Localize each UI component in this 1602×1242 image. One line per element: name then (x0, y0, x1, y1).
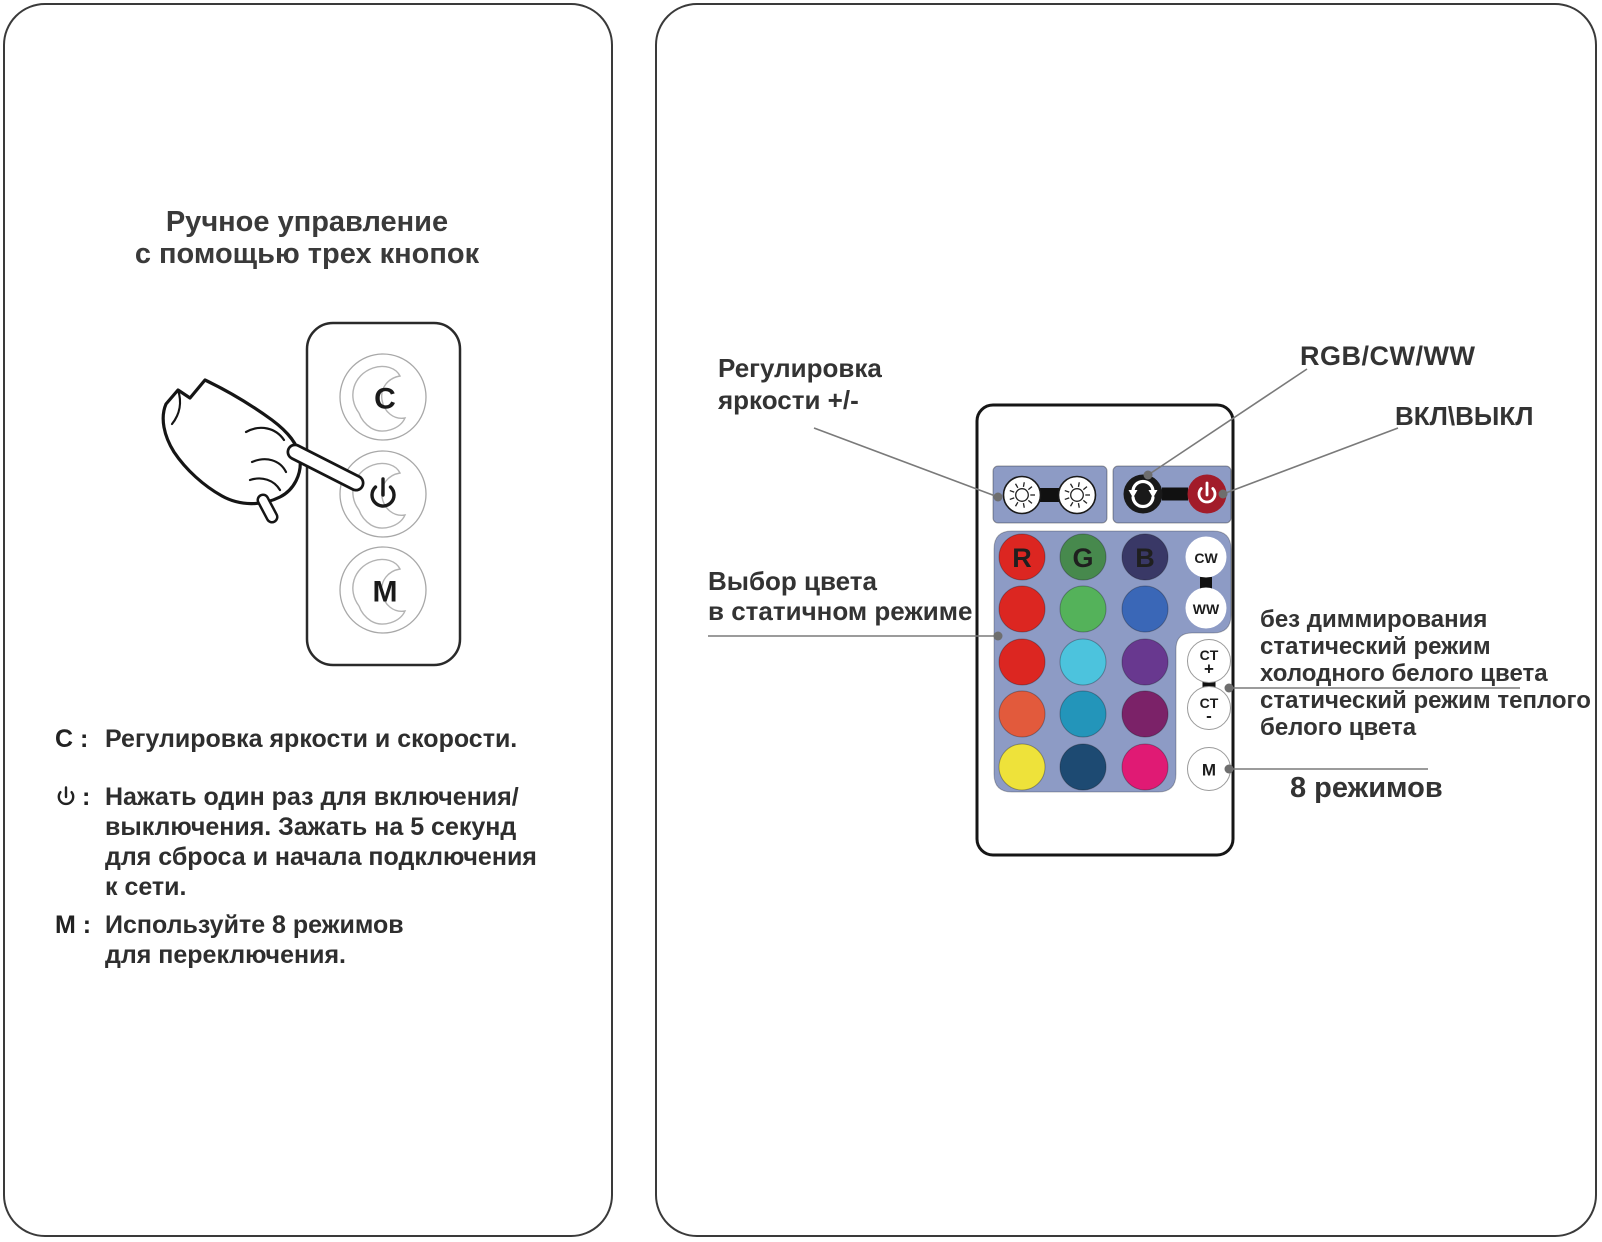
on-off-label: ВКЛ\ВЫКЛ (1395, 401, 1534, 431)
cw-label: CW (1194, 550, 1218, 566)
on-off-leader-line (1222, 427, 1399, 495)
title-line2: с помощью трех кнопок (134, 238, 480, 270)
m-key-label: M : (55, 911, 92, 939)
color-button-row5-yellow[interactable] (998, 743, 1046, 791)
ww-button[interactable]: WW (1185, 587, 1227, 629)
ww-label: WW (1193, 601, 1220, 617)
g-button-label: G (1072, 543, 1093, 573)
power-icon (370, 477, 396, 508)
r-button-label: R (1012, 543, 1032, 573)
brightness-button-group (992, 465, 1108, 524)
ct-plus-label: CT (1200, 647, 1219, 663)
color-button-red-r[interactable] (998, 533, 1046, 581)
cw-ww-connector (1200, 577, 1212, 589)
ct-minus-label: CT (1200, 695, 1219, 711)
instruction-row-power: : Нажать один раз для включения/ выключе… (55, 782, 537, 902)
left-panel-title: Ручное управление с помощью трех кнопок (103, 206, 511, 270)
cw-note-line3: холодного белого цвета (1260, 660, 1548, 687)
keypad-power-button[interactable] (339, 450, 427, 538)
cold-white-note: без диммирования статический режим холод… (1260, 606, 1548, 687)
color-button-row4-orange[interactable] (998, 690, 1046, 738)
ct-plus-button[interactable]: CT + (1187, 639, 1231, 683)
rgb-cw-ww-dot (1143, 470, 1153, 480)
color-select-line1: Выбор цвета (708, 566, 877, 596)
annotation-dots (993, 470, 1234, 774)
power-key-colon: : (82, 783, 91, 811)
modes-label: 8 режимов (1290, 772, 1443, 804)
color-button-row2-blue[interactable] (1121, 585, 1169, 633)
color-button-row4-teal[interactable] (1059, 690, 1107, 738)
warm-white-note: статический режим теплого белого цвета (1260, 687, 1591, 741)
instruction-row-m: M : Используйте 8 режимов для переключен… (55, 910, 404, 970)
power-icon (57, 786, 75, 806)
ct-note-dot (1224, 683, 1234, 693)
brightness-down-button[interactable] (1057, 475, 1097, 515)
brightness-dot (993, 492, 1003, 502)
keypad-m-button[interactable]: M (339, 546, 427, 634)
manual-keypad: C M (305, 321, 462, 667)
color-button-row5-pink[interactable] (1121, 743, 1169, 791)
cw-button[interactable]: CW (1185, 536, 1227, 578)
brightness-up-button[interactable] (1002, 475, 1042, 515)
keypad-c-button[interactable]: C (339, 353, 427, 441)
m-instruction-line2: для переключения. (105, 941, 346, 969)
cw-note-line1: без диммирования (1260, 606, 1488, 633)
mode-power-button-group (1112, 465, 1232, 524)
color-button-row2-red[interactable] (998, 585, 1046, 633)
instruction-row-c: C : Регулировка яркости и скорости. (55, 724, 517, 754)
title-line1: Ручное управление (165, 206, 449, 238)
cycle-icon (1128, 479, 1158, 509)
keypad-c-label: C (374, 383, 396, 416)
color-select-line2: в статичном режиме (708, 596, 973, 626)
modes-dot (1224, 764, 1234, 774)
color-button-row5-navy[interactable] (1059, 743, 1107, 791)
c-key-label: C : (55, 725, 89, 753)
color-button-row3-cyan[interactable] (1059, 638, 1107, 686)
m-modes-button[interactable]: M (1187, 747, 1231, 791)
b-button-label: B (1135, 543, 1155, 573)
color-pad-panel (993, 530, 1232, 793)
color-button-row2-green[interactable] (1059, 585, 1107, 633)
m-instruction-line1: Используйте 8 режимов (105, 911, 404, 939)
keypad-m-label: M (373, 576, 398, 609)
brightness-label: Регулировка яркости +/- (718, 352, 882, 416)
power-instruction-line2: выключения. Зажать на 5 секунд (105, 813, 517, 841)
plus-label: + (1204, 660, 1214, 679)
color-button-green-g[interactable] (1059, 533, 1107, 581)
on-off-dot (1218, 489, 1228, 499)
power-instruction-line4: к сети. (105, 873, 187, 901)
m-button-label: M (1202, 761, 1216, 780)
color-button-row3-purple[interactable] (1121, 638, 1169, 686)
cw-note-line2: статический режим (1260, 633, 1491, 660)
power-instruction-line3: для сброса и начала подключения (105, 843, 537, 871)
brightness-leader-line (813, 427, 999, 498)
power-instruction-line1: Нажать один раз для включения/ (105, 783, 519, 811)
rgb-cw-ww-cycle-button[interactable] (1123, 474, 1163, 514)
annotation-lines (708, 368, 1520, 770)
color-button-row3-red[interactable] (998, 638, 1046, 686)
c-instruction-text: Регулировка яркости и скорости. (105, 725, 518, 753)
color-button-row4-magenta[interactable] (1121, 690, 1169, 738)
remote-power-button[interactable] (1187, 474, 1227, 514)
rgb-cw-ww-leader-line (1147, 368, 1308, 476)
power-icon (1197, 481, 1217, 504)
minus-label: - (1206, 707, 1212, 726)
pointing-hand-illustration (161, 378, 365, 524)
color-button-blue-b[interactable] (1121, 533, 1169, 581)
ww-note-line1: статический режим теплого (1260, 687, 1591, 714)
color-select-dot (993, 631, 1003, 641)
brightness-label-line1: Регулировка (718, 353, 882, 383)
rgb-cw-ww-label: RGB/CW/WW (1300, 341, 1476, 371)
ww-note-line2: белого цвета (1260, 714, 1417, 741)
remote-control: R G B CW WW CT + CT - M (975, 403, 1235, 857)
ct-minus-button[interactable]: CT - (1187, 686, 1231, 730)
brightness-label-line2: яркости +/- (718, 385, 859, 415)
color-select-label: Выбор цвета в статичном режиме (708, 566, 972, 626)
